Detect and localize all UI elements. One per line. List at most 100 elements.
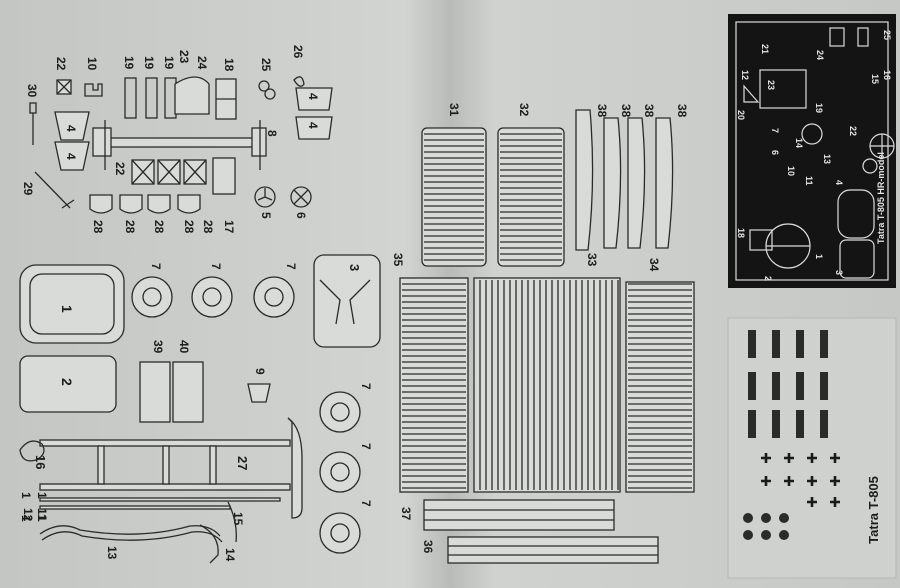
label-30: 30	[25, 84, 39, 98]
pe-12: 12	[740, 70, 750, 80]
label-27: 27	[235, 456, 250, 470]
fenders-left: 4 4	[54, 111, 90, 171]
label-8: 8	[265, 130, 279, 137]
label-1b: 1	[19, 492, 33, 499]
label-3: 3	[347, 264, 362, 271]
label-33: 33	[585, 253, 599, 267]
pe-13: 13	[822, 154, 832, 164]
label-28c: 28	[152, 220, 166, 234]
decal-plate	[796, 330, 804, 358]
pe-24: 24	[815, 50, 825, 60]
decal-plate	[820, 330, 828, 358]
label-34: 34	[647, 258, 661, 272]
decal-plates	[748, 330, 828, 438]
label-38a: 38	[595, 104, 609, 118]
pe-18: 18	[736, 228, 746, 238]
dot-decal	[761, 530, 771, 540]
label-1e: 1	[35, 515, 49, 522]
label-16: 16	[33, 455, 48, 469]
label-4b: 4	[64, 153, 78, 160]
label-23: 23	[177, 50, 191, 64]
label-36: 36	[421, 540, 435, 554]
label-25: 25	[259, 58, 273, 72]
part-22-top: 22	[54, 57, 72, 95]
label-13: 13	[105, 546, 119, 560]
top-left-parts: 30 22 10 4 4 19 19 19 23	[21, 45, 333, 234]
part-30: 30	[25, 84, 39, 145]
label-40: 40	[177, 340, 191, 354]
pe-19: 19	[814, 103, 824, 113]
label-19a: 19	[122, 56, 136, 70]
label-7e: 7	[359, 443, 373, 450]
cross-decal	[784, 453, 794, 463]
wheel	[253, 276, 295, 318]
bed-floor: 35 33 34	[391, 253, 695, 493]
cross-decal	[761, 453, 771, 463]
label-38c: 38	[642, 104, 656, 118]
part-10: 10	[84, 57, 103, 97]
pe-3: 3	[834, 270, 844, 275]
floor-slats	[402, 280, 692, 490]
label-2: 2	[59, 378, 75, 386]
label-4a: 4	[64, 125, 78, 132]
decal-plate	[772, 330, 780, 358]
part-25: 25	[258, 58, 276, 100]
label-7f: 7	[359, 500, 373, 507]
fret-plate	[728, 14, 896, 288]
label-1c: 1	[35, 492, 49, 499]
wheels-7: 7 7 7 7 7 7	[131, 263, 373, 554]
pe-25: 25	[882, 30, 892, 40]
label-1: 1	[59, 305, 75, 313]
label-19b: 19	[142, 56, 156, 70]
label-19c: 19	[162, 56, 176, 70]
label-32: 32	[517, 103, 531, 117]
label-28d: 28	[182, 220, 196, 234]
pe-7: 7	[770, 128, 780, 133]
dot-decal	[743, 513, 753, 523]
cross-decal	[830, 476, 840, 486]
label-12: 12	[21, 508, 35, 522]
label-4d: 4	[306, 122, 320, 129]
label-7d: 7	[359, 383, 373, 390]
pe-15: 15	[870, 74, 880, 84]
wheel	[131, 276, 173, 318]
decal-panel	[727, 317, 897, 579]
side-rails-38: 38 38 38 38	[575, 104, 689, 251]
label-28a: 28	[91, 220, 105, 234]
cross-decal	[784, 476, 794, 486]
decal-plate	[820, 372, 828, 400]
part-19-rails: 19 19 19	[122, 56, 177, 119]
label-7a: 7	[149, 263, 163, 270]
label-7b: 7	[209, 263, 223, 270]
fenders-right: 4 4	[295, 87, 333, 140]
decal-plate	[820, 410, 828, 438]
label-7c: 7	[284, 263, 298, 270]
part-17-panel	[212, 157, 236, 195]
part-23-24: 23 24	[174, 50, 210, 115]
label-17: 17	[222, 220, 236, 234]
label-15: 15	[231, 512, 245, 526]
cross-decal	[807, 476, 817, 486]
decal-plate	[796, 372, 804, 400]
label-38d: 38	[675, 104, 689, 118]
pe-20: 20	[736, 110, 746, 120]
part-29-shovel: 29	[21, 171, 75, 209]
decal-plate	[796, 410, 804, 438]
pe-23: 23	[766, 80, 776, 90]
label-26: 26	[291, 45, 305, 59]
label-28e: 28	[201, 220, 215, 234]
label-29: 29	[21, 182, 35, 196]
label-24: 24	[195, 56, 209, 70]
wheel	[319, 451, 361, 493]
dot-decal	[779, 513, 789, 523]
pe-4: 4	[834, 180, 844, 185]
label-1d: 1	[19, 515, 33, 522]
pe-22: 22	[848, 126, 858, 136]
pe-21: 21	[760, 44, 770, 54]
decal-plate	[748, 410, 756, 438]
pe-2: 2	[763, 276, 773, 281]
parts-39-40-9: 39 40 9	[139, 340, 271, 423]
cab-parts: 1 2 3	[19, 254, 381, 413]
label-22a: 22	[54, 57, 68, 71]
